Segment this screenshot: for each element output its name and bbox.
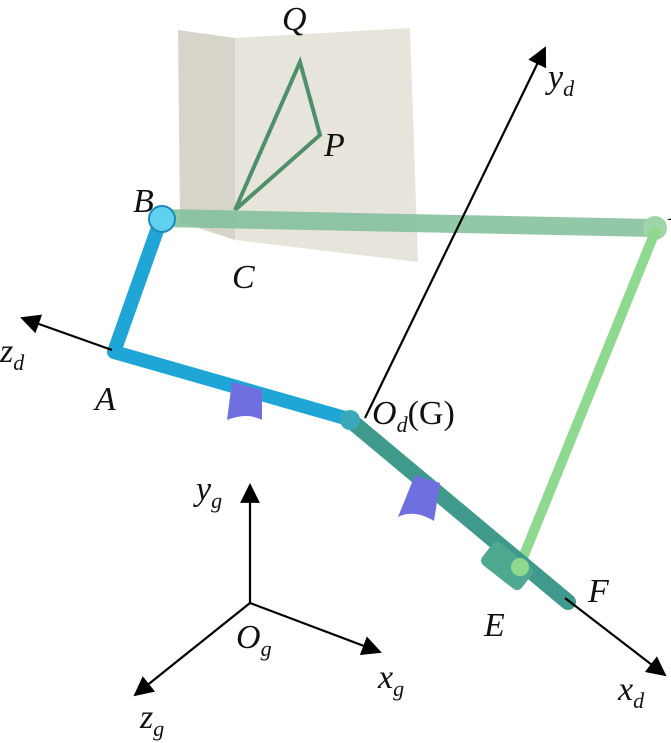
- label-zg: zg: [139, 699, 164, 741]
- label-d: D: [667, 191, 671, 228]
- label-yg: yg: [193, 471, 222, 513]
- clamp-1: [227, 382, 262, 420]
- joint-e: [481, 541, 533, 591]
- label-a: A: [93, 381, 116, 418]
- link-of: [342, 412, 576, 610]
- joint-od: [340, 410, 360, 430]
- label-yd: yd: [545, 59, 575, 101]
- link-bao: [107, 215, 359, 427]
- axis-xg: [249, 601, 382, 655]
- label-c: C: [232, 259, 255, 296]
- reference-plane: [178, 28, 418, 262]
- label-og: Og: [236, 619, 272, 661]
- link-de: [515, 227, 660, 570]
- joint-b: [148, 205, 176, 233]
- label-f: F: [587, 573, 610, 610]
- clamp-2: [398, 475, 440, 521]
- triangle-cqp: [233, 56, 323, 212]
- label-od-g: Od(G): [372, 395, 455, 437]
- axis-zg: [133, 602, 251, 697]
- joint-e-pin: [511, 558, 529, 576]
- axis-yd: [364, 46, 547, 419]
- link-bd: [151, 209, 664, 237]
- axis-zd: [20, 314, 113, 352]
- label-xd: xd: [617, 671, 645, 713]
- label-zd: zd: [0, 333, 25, 375]
- label-q: Q: [282, 1, 307, 38]
- label-p: P: [323, 127, 345, 164]
- label-b: B: [133, 183, 154, 220]
- axis-xd: [564, 597, 667, 677]
- label-e: E: [483, 607, 505, 644]
- label-xg: xg: [377, 659, 404, 701]
